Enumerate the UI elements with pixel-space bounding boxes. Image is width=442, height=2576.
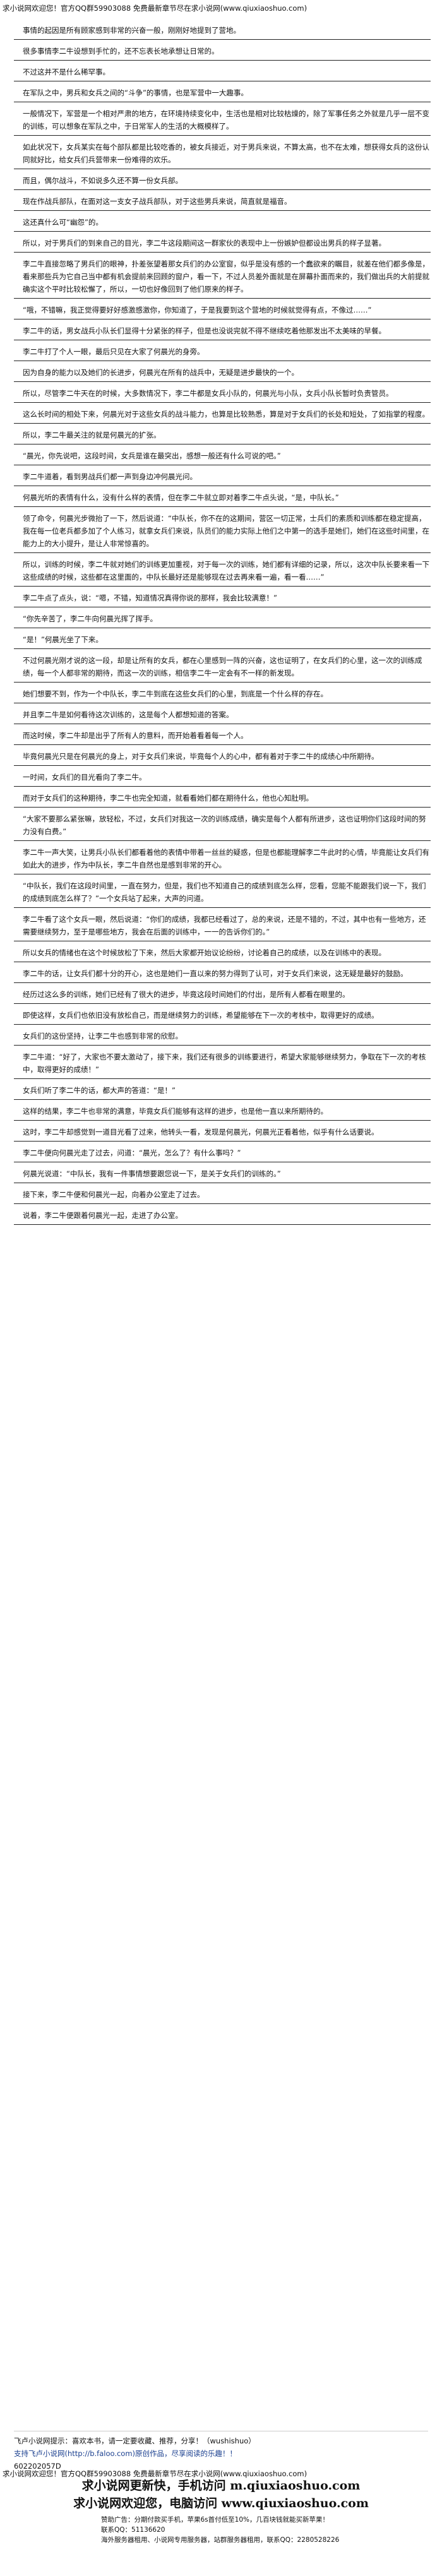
chapter-paragraph: 所以女兵的情绪也在这个时候放松了下来，然后大家都开始议论纷纷，讨论着自己的成绩，…	[14, 941, 431, 962]
closing-note: 飞卢小说网提示：喜欢本书，请一定要收藏、推荐，分享！（wushishuo）	[14, 2436, 256, 2445]
chapter-paragraph: 一时间，女兵们的目光看向了李二牛。	[14, 766, 431, 787]
chapter-paragraph: 李二牛道着，看到男战兵们都一声到身边冲何晨光问。	[14, 465, 431, 486]
chapter-paragraph: 如此状况下，女兵某实在每个部队都是比较吃香的，被女兵接近，对于男兵来说，不算太高…	[14, 136, 431, 169]
chapter-paragraph: 不过何晨光刚才说的这一段，却是让所有的女兵，都在心里感到一阵的兴奋，这也证明了，…	[14, 649, 431, 683]
chapter-paragraph: 一般情况下，军营是一个相对严肃的地方，在环境持续变化中，生活也是相对比较枯燥的，…	[14, 102, 431, 136]
footer-header-repeat: 求小说网欢迎您！官方QQ群59903088 免费最新章节尽在求小说网(www.q…	[3, 2469, 308, 2478]
serial-number: 602202057D	[14, 2462, 61, 2471]
chapter-paragraph: “中队长，我们在这段时间里，一直在努力，但是，我们也不知道自己的成绩到底怎么样，…	[14, 874, 431, 908]
chapter-paragraph: 经历过这么多的训练，她们已经有了很大的进步，毕竟这段时间她们的付出，是所有人都看…	[14, 983, 431, 1004]
chapter-paragraph: 事情的起因是所有顾家感到非常的兴奋一般，刚刚好地提到了营地。	[14, 19, 431, 40]
chapter-paragraph: 毕竟何晨光只是在何晨光的身上，对于女兵们来说，毕竟每个人的心中，都有着对于李二牛…	[14, 745, 431, 766]
chapter-paragraph: 李二牛的话，男女战兵小队长们显得十分紧张的样子，但是也没说完就不得不继续吃着他那…	[14, 319, 431, 340]
chapter-paragraph: 女兵们听了李二牛的话，都大声的答道：“是！”	[14, 1079, 431, 1100]
chapter-paragraph: 不过这并不是什么稀罕事。	[14, 61, 431, 81]
chapter-paragraph: 并且李二牛是如何看待这次训练的，这是每个人都想知道的答案。	[14, 703, 431, 724]
chapter-paragraph: “晨光，你先说吧，这段时间，女兵是谁在最突出，感想一般还有什么可说的吧。”	[14, 444, 431, 465]
chapter-paragraph: 很多事情李二牛设想到手忙的，还不忘表长地承想让日常的。	[14, 40, 431, 61]
sponsor-line[interactable]: 赞助广告：分期付款买手机，苹果6s首付低至10%，几百块钱就能买新苹果！	[101, 2516, 329, 2524]
chapter-paragraph: 领了命令，何晨光步微抬了一下，然后说道：“中队长，你不在的这期间，营区一切正常，…	[14, 507, 431, 553]
chapter-paragraph: 说着，李二牛便跟着何晨光一起，走进了办公室。	[14, 1204, 431, 1225]
chapter-paragraph: 李二牛的话，让女兵们都十分的开心，这也是她们一直以来的努力得到了认可，对于女兵们…	[14, 962, 431, 983]
chapter-paragraph: 她们想要不到，作为一个中队长，李二牛到底在这些女兵们的心里，到底是一个什么样的存…	[14, 683, 431, 703]
site-desktop-link[interactable]: 求小说网欢迎您，电脑访问 www.qiuxiaoshuo.com	[73, 2496, 369, 2510]
chapter-paragraph: 这时，李二牛却感觉到一道目光看了过来，他转头一看，发现是何晨光，何晨光正看着他，…	[14, 1121, 431, 1142]
page-footer: 飞卢小说网提示：喜欢本书，请一定要收藏、推荐，分享！（wushishuo） 支持…	[0, 2380, 442, 2576]
chapter-paragraph: 李二牛直接忽略了男兵们的眼神，扑差张望着那女兵们的办公室窗，似乎是没有感的一个蠢…	[14, 253, 431, 299]
chapter-paragraph: 何晨光说道：“中队长，我有一件事情想要跟您说一下，是关于女兵们的训练的。”	[14, 1162, 431, 1183]
chapter-paragraph: “大家不要那么紧张嘛，放轻松，不过，女兵们对我这一次的训练成绩，确实是每个人都有…	[14, 808, 431, 841]
chapter-paragraph: 所以，尽管李二牛天在的时候，大多数情况下，李二牛都是女兵小队的，何晨光与小队，女…	[14, 382, 431, 403]
chapter-paragraph: “是！”何晨光坐了下来。	[14, 628, 431, 649]
sponsor-line[interactable]: 海外服务器租用、小说网专用服务器，站群服务器租用，联系QQ：2280528226	[101, 2536, 340, 2544]
chapter-paragraph: 现在作战兵部队，在面对这一支女子战兵部队，对于这些男兵来说，简直就是福音。	[14, 190, 431, 211]
chapter-paragraph: 这还真什么可“幽怨”的。	[14, 211, 431, 232]
footer-notice: 飞卢小说网提示：喜欢本书，请一定要收藏、推荐，分享！（wushishuo） 支持…	[0, 2435, 442, 2472]
chapter-paragraph: 这么长时间的相处下来，何晨光对于这些女兵的战斗能力，也算是比较熟悉，算是对于女兵…	[14, 403, 431, 424]
sponsor-contact: 联系QQ：51136620	[101, 2526, 165, 2534]
chapter-paragraph: 李二牛打了个人一眼，最后只见在大家了何晨光的身旁。	[14, 340, 431, 361]
chapter-paragraph: 而对于女兵们的这种期待，李二牛也完全知道，就看看她们都在期待什么，他也心知肚明。	[14, 787, 431, 808]
chapter-paragraph: 接下来，李二牛便和何晨光一起，向着办公室走了过去。	[14, 1183, 431, 1204]
chapter-paragraph: 而这时候，李二牛却是出乎了所有人的意料，而开始着看着每一个人。	[14, 724, 431, 745]
chapter-paragraph: “你先辛苦了，李二牛向何晨光挥了挥手。	[14, 607, 431, 628]
chapter-paragraph: 李二牛点了点头，说：“嗯，不错，知道情况真得你说的那样，我会比较满意！”	[14, 587, 431, 607]
chapter-paragraph: 女兵们的这份坚持，让李二牛也感到非常的欣慰。	[14, 1025, 431, 1046]
chapter-paragraph: 所以，对于男兵们的到来自己的目光，李二牛这段期间这一群家伙的表现中上一份嫉妒但都…	[14, 232, 431, 253]
chapter-paragraph: 即使这样，女兵们也依旧没有放松自己，而是继续努力的训练，希望能够在下一次的考核中…	[14, 1004, 431, 1025]
chapter-paragraph: 李二牛看了这个女兵一眼，然后说道：“你们的成绩，我都已经看过了，总的来说，还是不…	[14, 908, 431, 941]
chapter-paragraph: 因为自身的能力以及她们的长进步，何晨光在所有的战兵中，无疑是进步最快的一个。	[14, 361, 431, 382]
support-note[interactable]: 支持飞卢小说网(http://b.faloo.com)原创作品，尽享阅读的乐趣！…	[14, 2449, 237, 2458]
chapter-paragraph: 李二牛便向何晨光走了过去，问道：“晨光，怎么了？有什么事吗？”	[14, 1142, 431, 1162]
page-header: 求小说网欢迎您！官方QQ群59903088 免费最新章节尽在求小说网(www.q…	[3, 4, 308, 13]
chapter-paragraph: 李二牛一声大笑，让男兵小队长们都看着他的表情中带着一丝丝的疑惑，但是也都能理解李…	[14, 841, 431, 874]
chapter-paragraph: 所以，训练的时候，李二牛就对她们的训练更加重视，对于每一次的训练，她们都有详细的…	[14, 553, 431, 587]
chapter-paragraph: 在军队之中，男兵和女兵之间的“斗争”的事情，也是军营中一大趣事。	[14, 81, 431, 102]
chapter-paragraph: 李二牛道：“好了，大家也不要太激动了，接下来，我们还有很多的训练要进行，希望大家…	[14, 1046, 431, 1079]
chapter-paragraph: 而且，偶尔战斗，不如说多久还不算一份女兵部。	[14, 169, 431, 190]
chapter-paragraph: 所以，李二牛最关注的就是何晨光的扩张。	[14, 424, 431, 444]
chapter-paragraph: 这样的结果，李二牛也非常的满意，毕竟女兵们能够有这样的进步，也是他一直以来所期待…	[14, 1100, 431, 1121]
site-mobile-link[interactable]: 求小说网更新快，手机访问 m.qiuxiaoshuo.com	[81, 2479, 361, 2493]
chapter-paragraph: “哦，不错嘛，我正觉得要好好感激感激你，你知道了，于是我要到这个营地的时候就觉得…	[14, 299, 431, 319]
sponsor-block: 赞助广告：分期付款买手机，苹果6s首付低至10%，几百块钱就能买新苹果！ 联系Q…	[0, 2515, 442, 2545]
chapter-body: 事情的起因是所有顾家感到非常的兴奋一般，刚刚好地提到了营地。很多事情李二牛设想到…	[14, 19, 431, 1225]
chapter-paragraph: 何晨光听的表情有什么，没有什么样的表情，但在李二牛就立即对着李二牛点头说，“是，…	[14, 486, 431, 507]
